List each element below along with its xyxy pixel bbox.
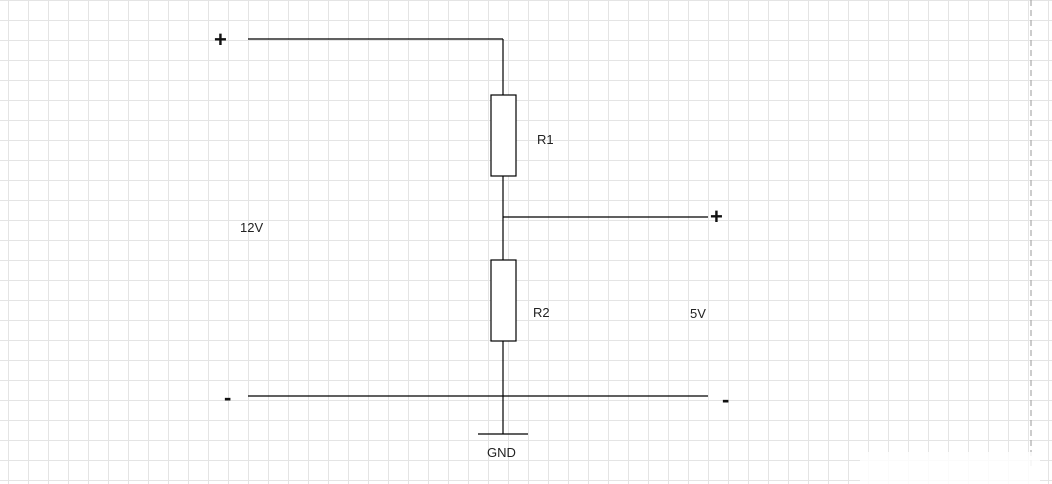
- output-voltage-label: 5V: [690, 306, 706, 321]
- ground-label: GND: [487, 445, 516, 460]
- resistor-r2-label: R2: [533, 305, 550, 320]
- input-voltage-label: 12V: [240, 220, 264, 235]
- output-negative-sign: -: [722, 387, 730, 412]
- corner-fade: [860, 452, 1040, 484]
- input-negative-sign: -: [224, 385, 232, 410]
- resistor-r1: [490, 94, 517, 177]
- input-positive-sign: +: [214, 27, 227, 52]
- output-positive-sign: +: [710, 204, 723, 229]
- resistor-r1-label: R1: [537, 132, 554, 147]
- resistor-r2: [490, 259, 517, 342]
